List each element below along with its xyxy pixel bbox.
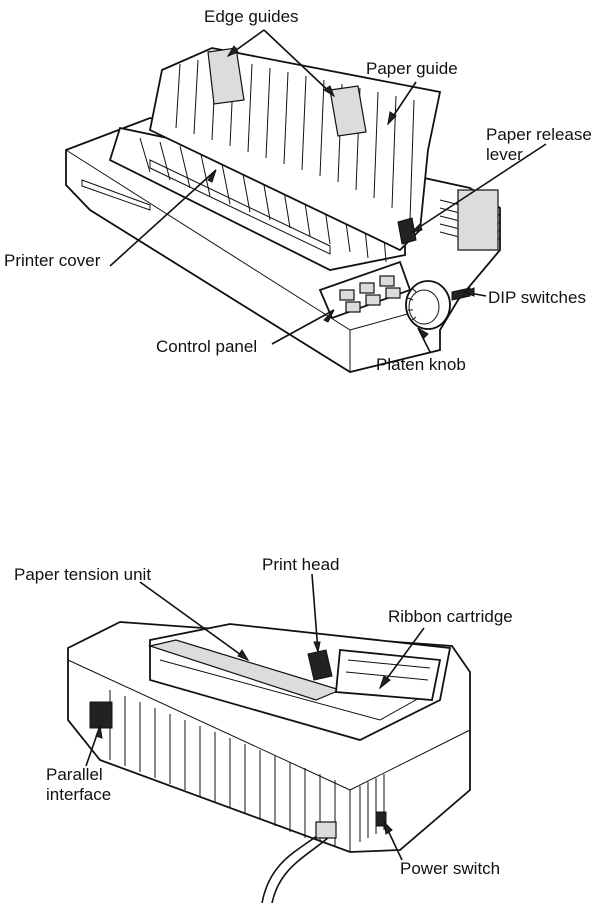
printer-front-illustration <box>66 48 500 372</box>
label-printer-cover: Printer cover <box>4 251 101 270</box>
label-power-switch: Power switch <box>400 859 500 878</box>
label-dip-switches: DIP switches <box>488 288 586 307</box>
label-platen-knob: Platen knob <box>376 355 466 374</box>
label-paper-guide: Paper guide <box>366 59 458 78</box>
parallel-interface <box>90 702 112 728</box>
label-ribbon-cartridge: Ribbon cartridge <box>388 607 513 626</box>
label-parallel-interface-line1: Parallel <box>46 765 103 784</box>
label-paper-release-lever-line2: lever <box>486 145 523 164</box>
label-print-head: Print head <box>262 555 340 574</box>
label-edge-guides: Edge guides <box>204 7 299 26</box>
label-control-panel: Control panel <box>156 337 257 356</box>
label-paper-release-lever-line1: Paper release <box>486 125 592 144</box>
label-paper-tension-unit: Paper tension unit <box>14 565 151 584</box>
label-parallel-interface-line2: interface <box>46 785 111 804</box>
platen-knob <box>406 281 450 329</box>
